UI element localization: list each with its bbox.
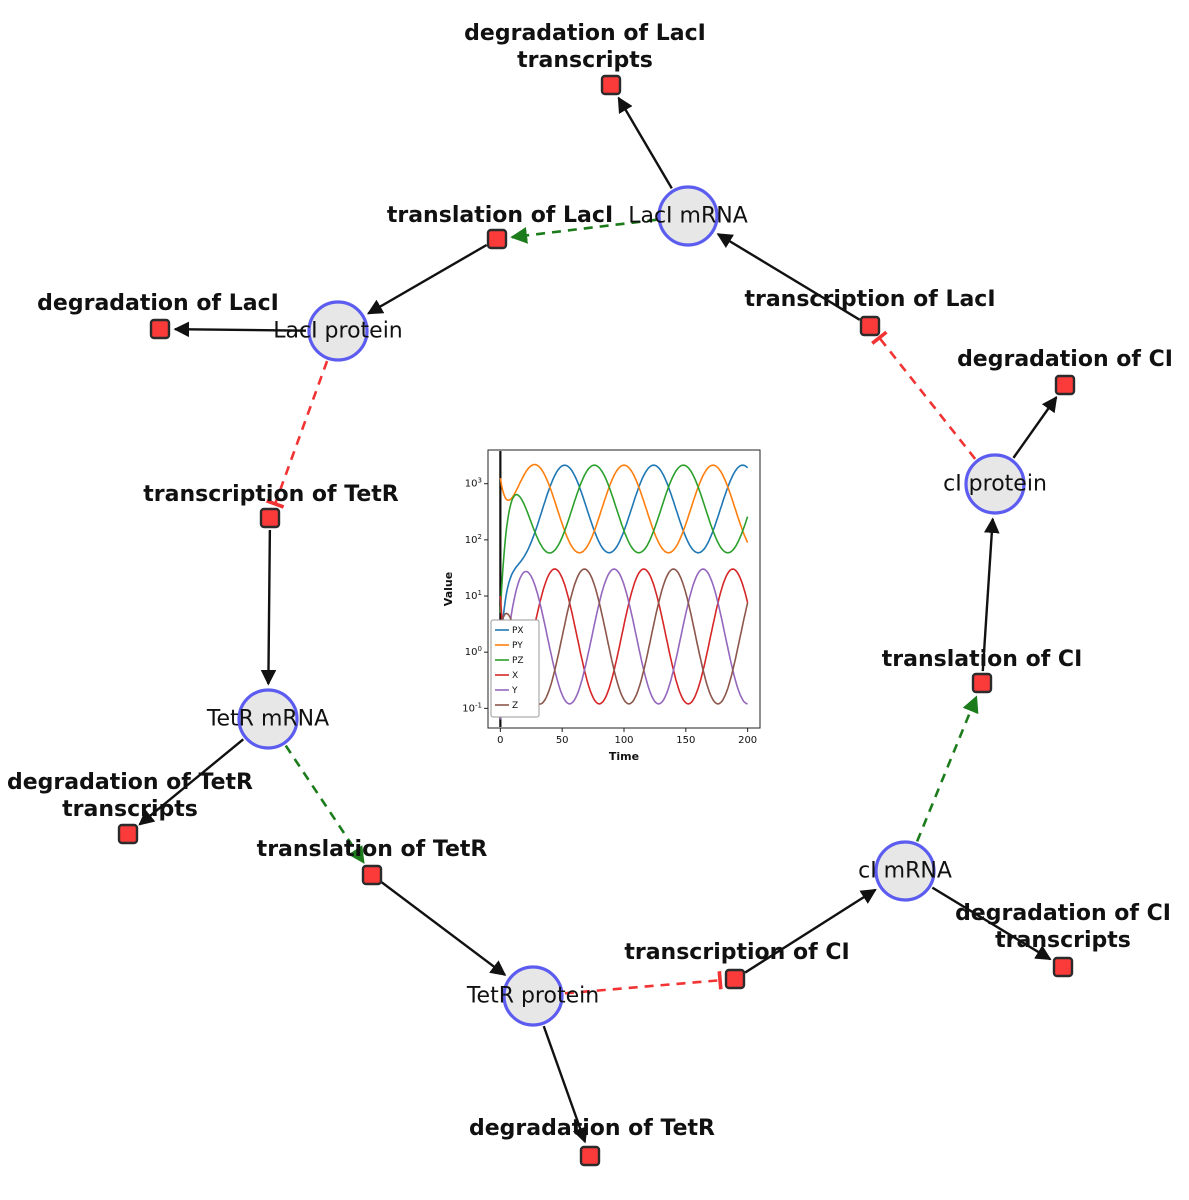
species-label-laci_mrna: LacI mRNA (628, 204, 748, 229)
reaction-node-deg_laci[interactable] (149, 318, 171, 340)
series-line-Y (499, 568, 748, 720)
species-label-ci_mrna: cI mRNA (858, 859, 952, 884)
series-line-PZ (499, 464, 749, 613)
species-label-tetr_mrna: TetR mRNA (206, 707, 329, 732)
series-line-X (499, 568, 749, 705)
edge-consumption-ci_protein-to-deg_ci (1012, 395, 1058, 459)
x-tick-label: 150 (676, 735, 695, 746)
reaction-node-tx_tetr[interactable] (259, 507, 281, 529)
species-label-tetr_protein: TetR protein (466, 984, 599, 1009)
species-node-laci_mrna[interactable] (657, 185, 719, 247)
chart-series-layer (499, 463, 749, 720)
legend-label-PZ: PZ (512, 656, 524, 666)
edges-layer (138, 96, 1058, 1144)
reaction-label-transl_tetr: translation of TetR (257, 837, 488, 862)
reaction-node-tx_laci[interactable] (859, 315, 881, 337)
reaction-label-transl_ci: translation of CI (882, 647, 1083, 672)
reaction-node-deg_laci_tx[interactable] (600, 74, 622, 96)
reaction-node-deg_tetr[interactable] (579, 1145, 601, 1167)
chart-background (420, 436, 778, 780)
edge-inhibition-ci_protein-to-tx_laci (871, 330, 977, 460)
species-node-ci_mrna[interactable] (874, 840, 936, 902)
reaction-node-deg_tetr_tx[interactable] (117, 823, 139, 845)
edge-production-transl_tetr-to-tetr_protein (380, 881, 507, 976)
edge-production-tx_laci-to-laci_mrna (716, 233, 861, 321)
reaction-label-tx_laci: transcription of LacI (744, 287, 995, 312)
reaction-label-tx_ci: transcription of CI (624, 940, 849, 965)
species-label-ci_protein: cI protein (943, 472, 1047, 497)
species-label-laci_protein: LacI protein (273, 319, 403, 344)
edge-inhibition-tetr_protein-to-tx_ci (564, 971, 723, 995)
x-tick-label: 200 (738, 735, 757, 746)
legend-label-Z: Z (512, 701, 518, 711)
edge-consumption-ci_mrna-to-deg_ci_tx (931, 886, 1052, 961)
reaction-label-deg_ci: degradation of CI (957, 347, 1173, 372)
series-line-Z (499, 568, 749, 705)
species-node-laci_protein[interactable] (307, 300, 369, 362)
legend-label-PX: PX (512, 626, 524, 636)
x-tick-label: 0 (497, 735, 503, 746)
reaction-node-transl_ci[interactable] (971, 672, 993, 694)
x-axis-label: Time (609, 750, 639, 763)
reaction-label-deg_laci: degradation of LacI (37, 291, 279, 316)
reaction-label-transl_laci: translation of LacI (387, 203, 613, 228)
edge-production-tx_ci-to-ci_mrna (744, 888, 877, 974)
edge-production-transl_laci-to-laci_protein (366, 243, 488, 315)
edge-production-transl_ci-to-ci_protein (981, 517, 1000, 672)
reaction-node-deg_ci_tx[interactable] (1052, 956, 1074, 978)
edge-consumption-tetr_protein-to-deg_tetr (542, 1025, 588, 1144)
reaction-node-transl_tetr[interactable] (361, 864, 383, 886)
species-node-tetr_protein[interactable] (502, 965, 564, 1027)
reaction-label-tx_tetr: transcription of TetR (143, 482, 399, 507)
edge-consumption-laci_protein-to-deg_laci (173, 321, 307, 338)
edge-modifier-ci_mrna-to-transl_ci (915, 695, 979, 842)
x-tick-label: 100 (614, 735, 633, 746)
edge-production-tx_tetr-to-tetr_mrna (260, 529, 277, 686)
edge-modifier-laci_mrna-to-transl_laci (510, 218, 657, 244)
legend-label-X: X (512, 671, 518, 681)
reaction-node-deg_ci[interactable] (1054, 374, 1076, 396)
edge-consumption-tetr_mrna-to-deg_tetr_tx (138, 738, 245, 826)
edge-modifier-tetr_mrna-to-transl_tetr (284, 744, 365, 864)
reaction-label-deg_tetr: degradation of TetR (469, 1116, 715, 1141)
legend-label-Y: Y (511, 686, 518, 696)
reaction-node-tx_ci[interactable] (724, 968, 746, 990)
x-tick-label: 50 (556, 735, 569, 746)
series-line-PY (499, 463, 749, 554)
reaction-node-transl_laci[interactable] (486, 228, 508, 250)
species-node-tetr_mrna[interactable] (237, 688, 299, 750)
y-axis-label: Value (442, 572, 455, 606)
species-node-ci_protein[interactable] (964, 453, 1026, 515)
legend-label-PY: PY (512, 641, 523, 651)
nodes-layer (117, 74, 1076, 1167)
edge-consumption-laci_mrna-to-deg_laci_tx (617, 96, 673, 190)
